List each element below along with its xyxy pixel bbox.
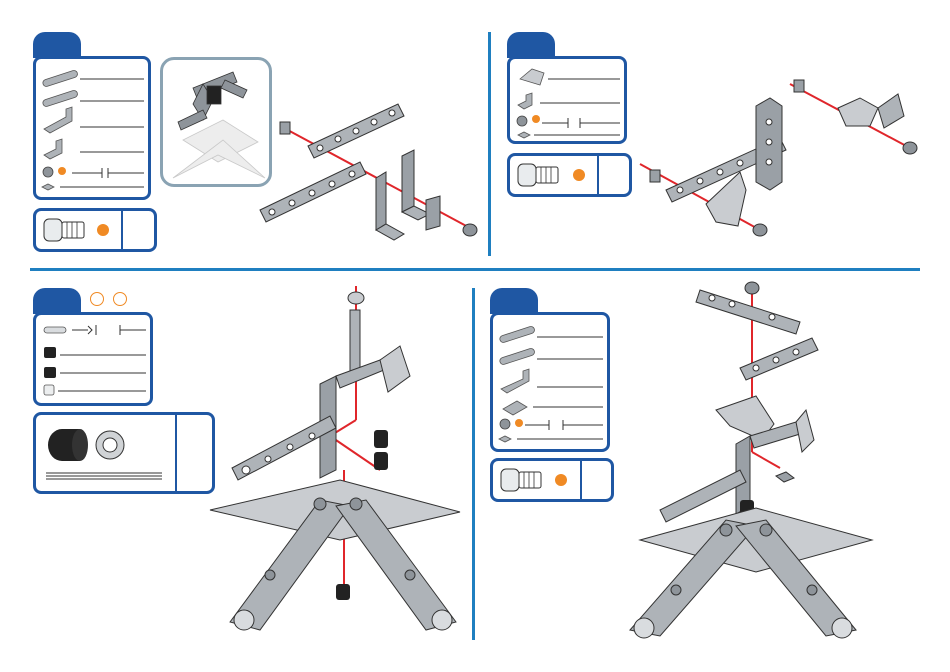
angle-bracket-icon [838, 94, 904, 128]
metal-strip-icon [666, 138, 786, 202]
axle-icon [350, 310, 360, 372]
step-2-bolt-size-panel [507, 153, 632, 197]
wheel-icon [48, 429, 88, 461]
step-3-wheel-panel [33, 412, 215, 494]
vertical-divider-bottom [472, 288, 475, 640]
base-frame [630, 508, 872, 638]
angle-bracket-icon [44, 139, 144, 159]
metal-strip-icon [499, 326, 603, 344]
step-4-tab [490, 288, 538, 314]
bolt-icon [501, 469, 541, 491]
washer-icon [44, 385, 146, 395]
step-4-parts-panel [490, 312, 610, 452]
angle-bracket-icon [320, 346, 410, 478]
step-1-bolt-size-panel [33, 208, 157, 252]
bolt-icon [463, 224, 477, 236]
nut-icon [348, 292, 364, 304]
step-3-marker-ring-1 [90, 292, 104, 306]
metal-strip-icon [660, 470, 746, 522]
angle-bracket-icon [716, 396, 774, 440]
step-1-parts-panel [33, 56, 151, 200]
step-3-parts-panel [33, 312, 153, 406]
bolt-icon [43, 167, 144, 178]
bolt-icon [44, 219, 84, 241]
metal-strip-icon [308, 104, 404, 158]
nut-icon [518, 132, 620, 138]
angle-bracket-icon [501, 369, 603, 393]
bolt-icon [500, 419, 603, 430]
metal-strip-icon [499, 348, 603, 366]
wheel-icon [44, 347, 146, 358]
bolt-icon [753, 142, 917, 236]
angle-bracket-icon [376, 172, 404, 240]
wheel-icon [740, 500, 754, 530]
bolt-icon [745, 282, 759, 294]
step-4-bolt-size-panel [490, 458, 614, 502]
wheel-icon [374, 430, 388, 470]
step-3-marker-ring-2 [113, 292, 127, 306]
step-2-tab [507, 32, 555, 58]
angle-bracket-icon [756, 98, 782, 190]
vertical-divider-top [488, 32, 491, 256]
metal-strip-icon [42, 70, 144, 88]
horizontal-divider [30, 268, 920, 271]
angle-bracket-icon [426, 196, 440, 230]
angle-bracket-icon [518, 93, 620, 109]
step-2-parts-panel [507, 56, 627, 144]
step-1-preview [160, 57, 272, 187]
nut-icon [499, 436, 603, 442]
nut-icon [776, 472, 794, 482]
step-3-tab [33, 288, 81, 314]
angle-bracket-icon [520, 69, 620, 85]
bolt-icon [517, 115, 620, 128]
nut-icon [44, 367, 146, 378]
angle-bracket-icon [402, 150, 430, 220]
bolt-icon [518, 164, 558, 186]
metal-strip-icon [260, 162, 366, 222]
nut-icon [336, 584, 350, 600]
angle-bracket-icon [736, 410, 814, 514]
angle-bracket-icon [706, 172, 746, 226]
washer-icon [96, 431, 124, 459]
step-1-tab [33, 32, 81, 58]
metal-strip-icon [696, 290, 800, 334]
angle-bracket-icon [44, 107, 144, 133]
base-frame [210, 480, 460, 630]
axle-icon [44, 325, 146, 337]
angle-bracket-icon [503, 401, 603, 415]
metal-strip-icon [740, 338, 818, 380]
nut-icon [42, 184, 144, 190]
metal-strip-icon [42, 90, 144, 108]
metal-strip-icon [232, 416, 336, 480]
